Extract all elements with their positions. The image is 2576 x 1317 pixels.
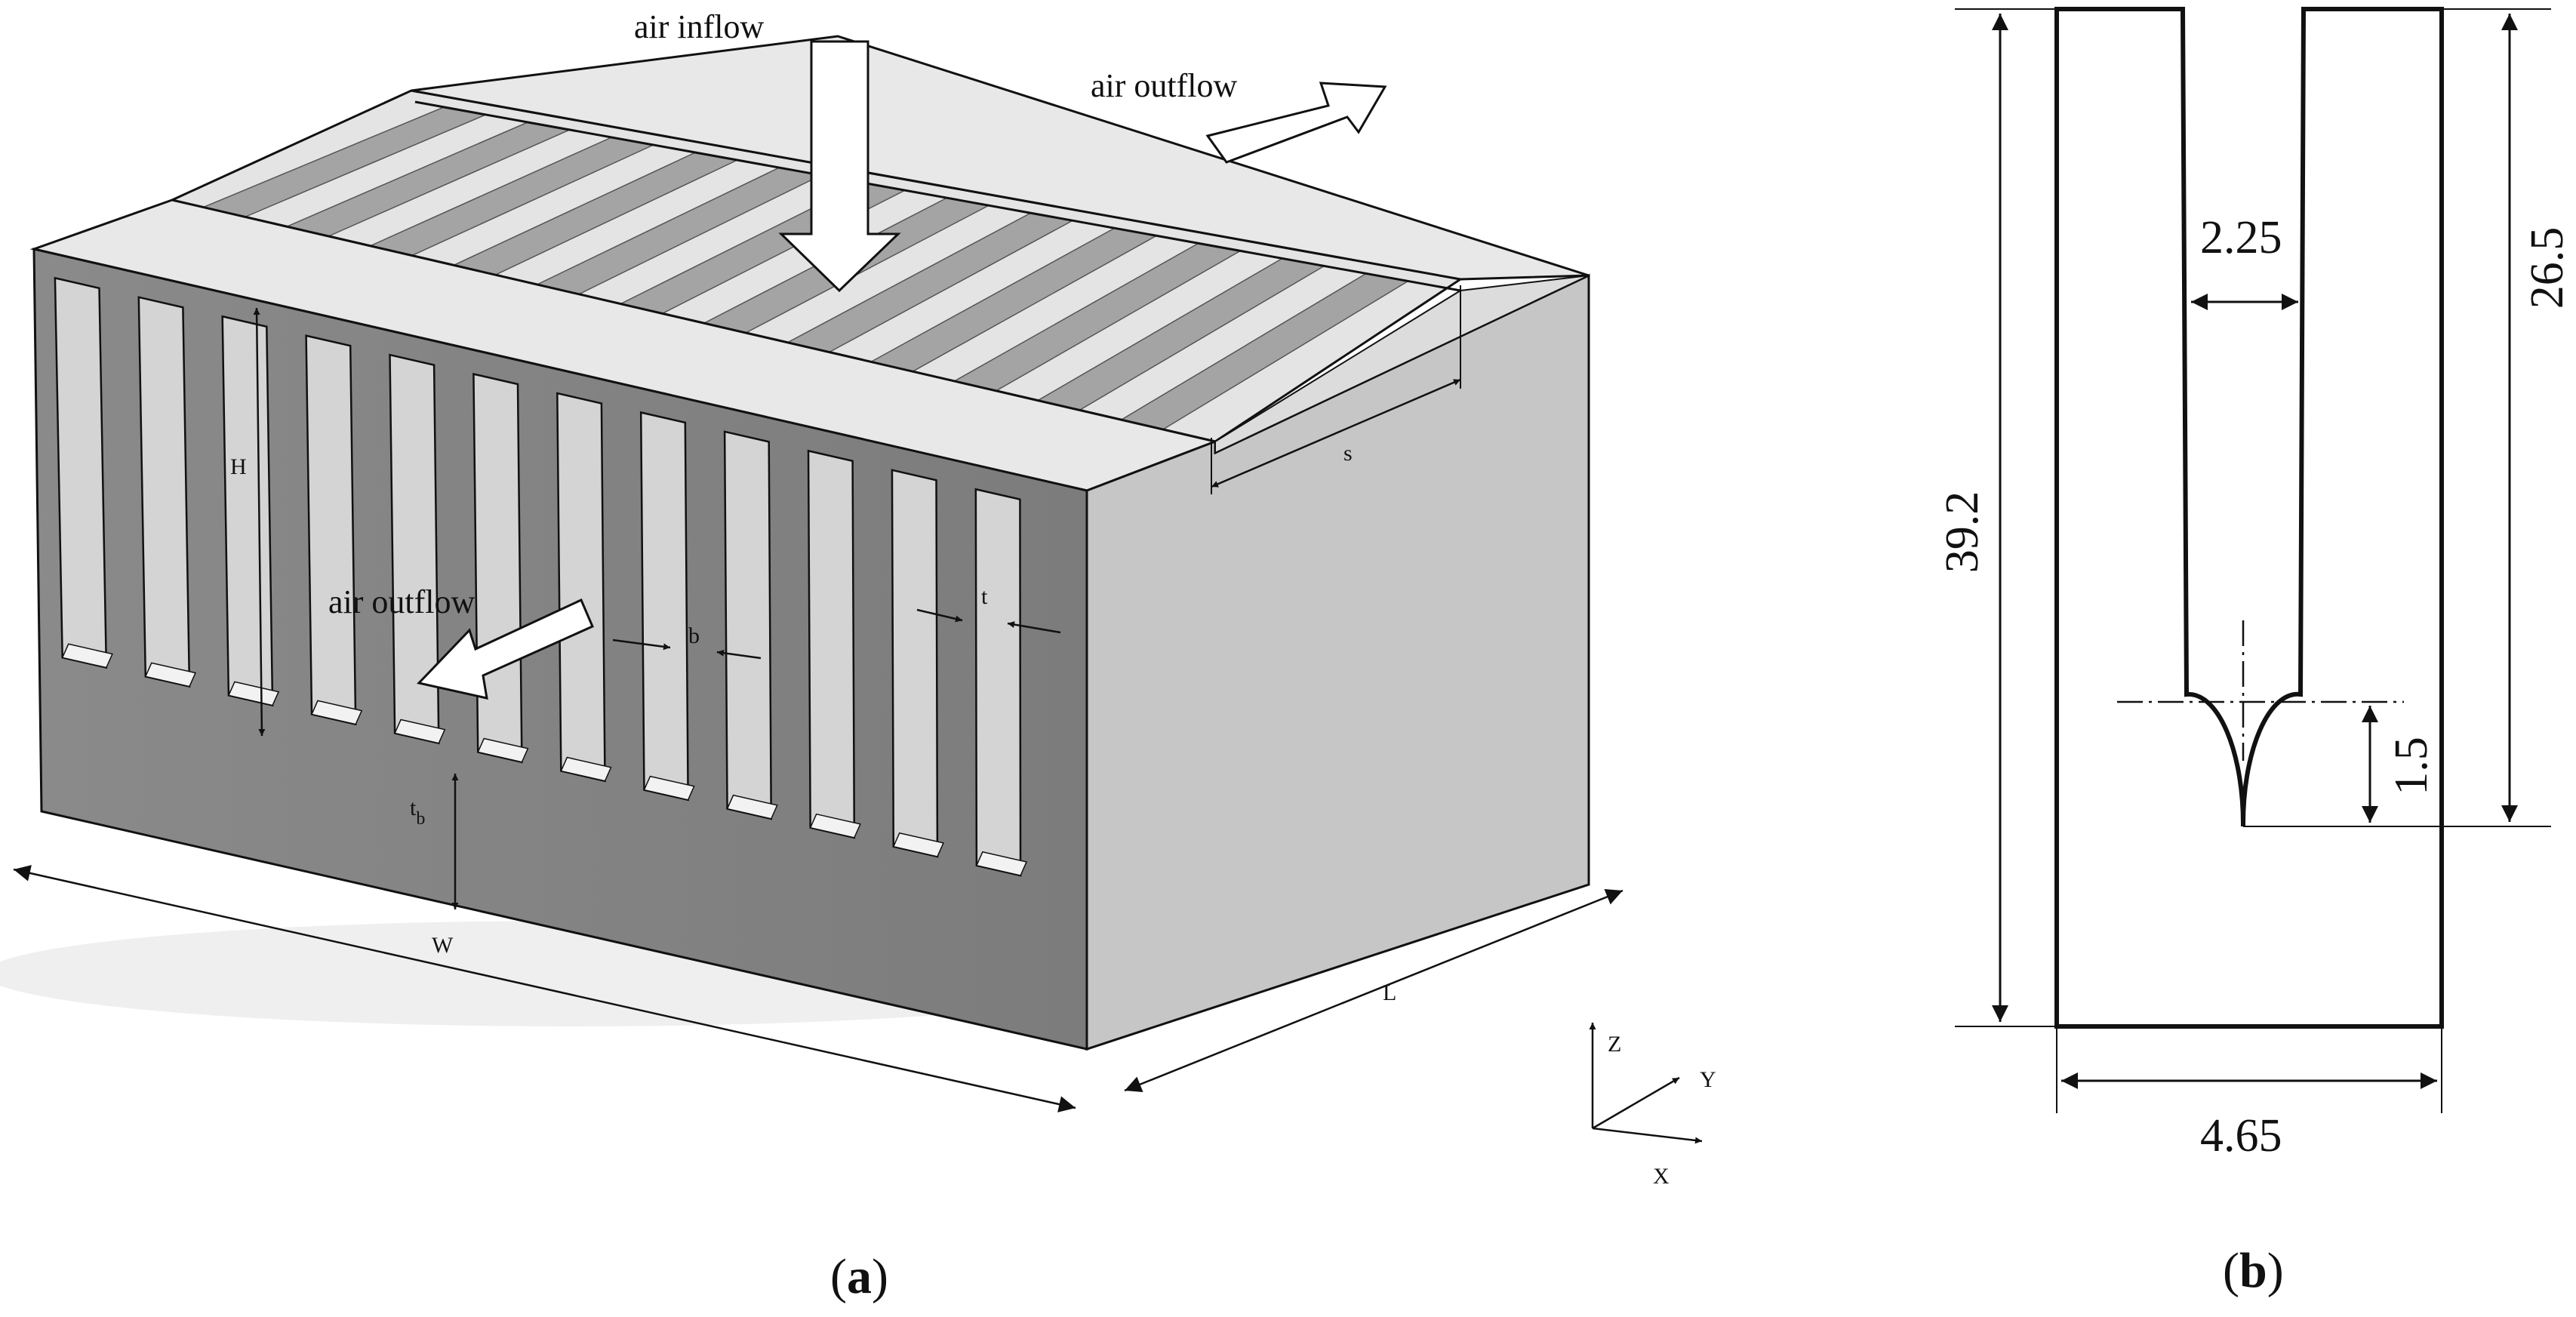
- label-s: s: [1343, 441, 1353, 466]
- front-slot-floor: [310, 700, 363, 725]
- front-slot: [891, 469, 939, 858]
- front-slot-floor: [560, 756, 612, 782]
- panel-a: air inflow air outflow air outflow H b t…: [0, 8, 1716, 1304]
- dim-W: [13, 865, 1076, 1112]
- air-outflow-front-label: air outflow: [328, 583, 475, 620]
- axis-z-label: Z: [1608, 1032, 1621, 1057]
- front-slot-floor: [477, 737, 529, 763]
- air-outflow-front-arrow: [417, 598, 594, 700]
- front-slot: [221, 315, 274, 707]
- caption-b: (b): [2223, 1243, 2284, 1298]
- front-slot: [556, 392, 606, 783]
- front-slot-floor: [643, 775, 695, 801]
- label-L: L: [1383, 980, 1396, 1005]
- label-W: W: [432, 933, 454, 958]
- front-slot: [305, 334, 357, 726]
- dim-26-5-label: 26.5: [2522, 227, 2573, 309]
- label-b: b: [688, 623, 700, 648]
- caption-a: (a): [830, 1249, 888, 1304]
- front-slot-floor: [726, 794, 778, 820]
- air-outflow-top-arrow: [1205, 82, 1387, 164]
- front-slot-floor: [394, 719, 446, 744]
- axis-x-label: X: [1653, 1164, 1670, 1189]
- dim-L: [1124, 888, 1623, 1093]
- front-slot: [472, 373, 523, 764]
- label-H: H: [230, 454, 247, 479]
- dim-t-left: [916, 608, 963, 623]
- front-slot: [807, 449, 856, 839]
- front-slot-floor: [144, 662, 197, 688]
- dim-s: [1211, 378, 1461, 488]
- front-slot: [639, 411, 689, 802]
- front-slot-floor: [892, 832, 945, 857]
- front-slot: [974, 488, 1022, 877]
- front-slot: [137, 296, 191, 688]
- air-inflow-arrow: [778, 40, 901, 293]
- axes-icon: Z Y X: [1589, 1023, 1716, 1189]
- back-rail-edge: [414, 100, 1461, 292]
- dim-2-25-label: 2.25: [2200, 212, 2282, 263]
- label-tb: tb: [410, 795, 425, 829]
- dim-39-2-label: 39.2: [1937, 491, 1988, 574]
- axis-y-label: Y: [1700, 1067, 1716, 1092]
- dim-b-left: [612, 638, 671, 651]
- dim-b-right: [716, 649, 762, 660]
- label-t: t: [981, 584, 988, 609]
- dim-4-65-label: 4.65: [2200, 1110, 2282, 1162]
- fin-profile: [2054, 7, 2444, 1029]
- panel-b: 39.2 26.5 2.25 1.5 4.65 (b): [1937, 7, 2573, 1298]
- dim-1-5-label: 1.5: [2386, 737, 2437, 795]
- front-slot-floor: [809, 813, 861, 839]
- front-slot: [723, 430, 772, 820]
- front-slots: [54, 276, 1028, 877]
- air-inflow-label: air inflow: [634, 8, 765, 45]
- air-outflow-top-label: air outflow: [1091, 67, 1238, 104]
- dim-H: [253, 307, 266, 737]
- front-slot-floor: [61, 643, 113, 669]
- front-slot: [54, 276, 108, 669]
- dim-t-right: [1007, 621, 1061, 634]
